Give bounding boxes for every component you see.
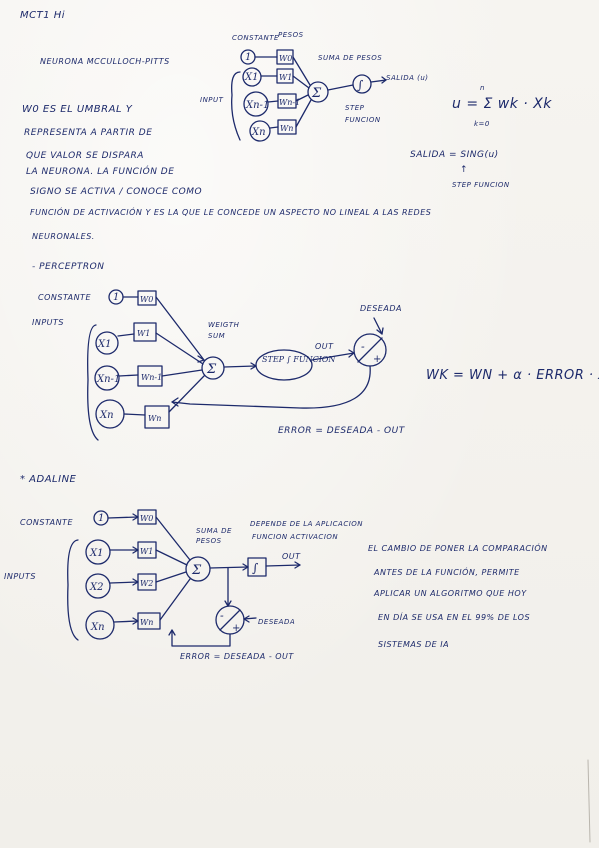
adaline-node-x1-text: X1 xyxy=(89,548,103,559)
adaline-sum-symbol: Σ xyxy=(191,563,202,578)
adaline-sum-node xyxy=(185,556,211,582)
adaline-node-x2 xyxy=(85,573,111,599)
adaline-inputs-label: INPUTS xyxy=(4,572,36,581)
step-funcion-label: STEP FUNCION xyxy=(452,181,510,189)
sum-upper-limit: n xyxy=(480,84,485,92)
adaline-node-xn xyxy=(85,610,115,640)
perceptron-out-label: OUT xyxy=(315,342,334,351)
perceptron-constante-label: CONSTANTE xyxy=(38,293,91,302)
note-line-5: SIGNO SE ACTIVA / CONOCE COMO xyxy=(30,187,203,197)
perceptron-weight-w1 xyxy=(133,322,157,342)
adaline-weight-w1-text: W1 xyxy=(140,547,153,556)
note-line-4: LA NEURONA. LA FUNCIÓN DE xyxy=(26,167,175,177)
mp-node-x1 xyxy=(242,67,262,87)
perceptron-weight-w0-text: W0 xyxy=(140,295,153,304)
perceptron-plus: + xyxy=(373,354,381,365)
perceptron-node-xn-1 xyxy=(94,365,120,391)
mp-constante-label: CONSTANTE xyxy=(232,34,279,42)
adaline-minus: - xyxy=(220,609,224,622)
sum-lower-limit: k=0 xyxy=(474,120,490,128)
mp-step-symbol: ∫ xyxy=(357,78,364,92)
mp-node-xn-1 xyxy=(243,91,269,117)
mp-step-node xyxy=(352,74,372,94)
perceptron-error-label: ERROR = DESEADA - OUT xyxy=(278,426,405,436)
adaline-suma-label: SUMA DE PESOS xyxy=(196,527,232,545)
adaline-node-x2-text: X2 xyxy=(89,582,103,593)
mp-input-label: INPUT xyxy=(200,96,224,104)
perceptron-weight-wn-1-text: Wn-1 xyxy=(141,373,162,382)
perceptron-diagram: 1 X1 Xn-1 Xn W0 W1 Wn-1 Wn Σ xyxy=(87,289,387,441)
adaline-depende-label: DEPENDE DE LA APLICACION xyxy=(250,520,364,528)
perceptron-node-x1 xyxy=(95,331,119,355)
arrow-up-icon: ↑ xyxy=(460,165,469,175)
adaline-weight-wn-text: Wn xyxy=(140,618,153,627)
perceptron-step-text: STEP ∫ FUNCION xyxy=(262,355,336,364)
page-code: MCT1 Hi xyxy=(20,10,66,21)
adaline-node-x1 xyxy=(85,539,111,565)
perceptron-step-node xyxy=(255,349,313,381)
adaline-note-line-5: SISTEMAS DE IA xyxy=(378,640,450,649)
perceptron-minus: - xyxy=(361,340,365,353)
salida-formula: SALIDA = SING(u) xyxy=(410,150,499,160)
mp-funcion-label: FUNCION xyxy=(345,116,381,124)
mp-node-xn xyxy=(249,120,271,142)
adaline-note-line-2: ANTES DE LA FUNCIÓN, PERMITE xyxy=(374,568,520,577)
mp-node-xn-text: Xn xyxy=(251,127,266,138)
perceptron-weigth-sum-label: WEIGTH SUM xyxy=(208,321,240,340)
page-title: NEURONA MCCULLOCH-PITTS xyxy=(40,57,170,66)
note-line-7: NEURONALES. xyxy=(32,232,95,241)
adaline-plus: + xyxy=(232,623,240,634)
perceptron-node-xn-text: Xn xyxy=(99,410,114,421)
mp-weight-wn-1-text: Wn-1 xyxy=(279,98,300,107)
adaline-deseada-label: DESEADA xyxy=(258,618,296,626)
adaline-node-xn-text: Xn xyxy=(90,622,105,633)
adaline-note-line-3: APLICAR UN ALGORITMO QUE HOY xyxy=(374,589,527,598)
adaline-step-symbol: ∫ xyxy=(252,561,259,575)
adaline-funcion-label: FUNCION ACTIVACION xyxy=(252,533,339,541)
mp-salida-label: SALIDA (u) xyxy=(386,74,429,82)
perceptron-sum-symbol: Σ xyxy=(206,362,217,377)
mp-weight-wn-text: Wn xyxy=(280,124,293,133)
perceptron-weight-w1-text: W1 xyxy=(137,329,150,338)
mp-step-label: STEP xyxy=(345,104,365,112)
perceptron-node-xn-1-text: Xn-1 xyxy=(96,374,120,385)
adaline-error-label: ERROR = DESEADA - OUT xyxy=(180,652,294,661)
note-line-3: QUE VALOR SE DISPARA xyxy=(26,151,144,161)
note-line-1: W0 ES EL UMBRAL Y xyxy=(22,104,133,115)
note-line-6: FUNCIÓN DE ACTIVACIÓN Y ES LA QUE LE CON… xyxy=(30,208,432,217)
mp-node-xn-1-text: Xn-1 xyxy=(245,100,269,111)
adaline-note-line-1: EL CAMBIO DE PONER LA COMPARACIÓN xyxy=(368,544,548,553)
mp-sum-node xyxy=(307,81,329,103)
perceptron-heading: - PERCEPTRON xyxy=(32,262,105,272)
adaline-out-label: OUT xyxy=(282,552,301,561)
mp-node-x1-text: X1 xyxy=(244,72,258,83)
adaline-weight-w0-text: W0 xyxy=(140,514,153,523)
perceptron-inputs-label: INPUTS xyxy=(32,318,64,327)
note-line-2: REPRESENTA A PARTIR DE xyxy=(24,128,153,138)
mp-suma-label: SUMA DE PESOS xyxy=(318,54,383,62)
mp-weight-w1-text: W1 xyxy=(279,73,292,82)
mp-pesos-label: PESOS xyxy=(278,31,304,39)
perceptron-deseada-label: DESEADA xyxy=(360,304,402,313)
mp-weight-w0-text: W0 xyxy=(279,54,292,63)
adaline-heading: * ADALINE xyxy=(20,474,77,485)
adaline-constante-label: CONSTANTE xyxy=(20,518,73,527)
adaline-weight-w2-text: W2 xyxy=(140,579,153,588)
u-sum-formula: u = Σ wk · Xk xyxy=(452,96,552,112)
mp-sum-symbol: Σ xyxy=(311,86,322,101)
adaline-node-constant-text: 1 xyxy=(98,513,104,524)
perceptron-weight-wn xyxy=(144,405,170,429)
perceptron-node-x1-text: X1 xyxy=(97,339,111,350)
mp-node-constant-text: 1 xyxy=(245,52,251,63)
adaline-diagram: 1 X1 X2 Xn W0 W1 W2 Wn Σ xyxy=(67,509,301,647)
perceptron-weight-wn-text: Wn xyxy=(148,414,161,423)
perceptron-sum-node xyxy=(201,356,225,380)
perceptron-update-rule: WK = WN + α · ERROR · XK xyxy=(426,368,599,383)
perceptron-node-constant-text: 1 xyxy=(113,292,119,303)
mp-diagram: 1 X1 Xn-1 Xn W0 W1 Wn-1 Wn Σ xyxy=(231,49,387,142)
adaline-note-line-4: EN DÍA SE USA EN EL 99% DE LOS xyxy=(378,613,531,622)
